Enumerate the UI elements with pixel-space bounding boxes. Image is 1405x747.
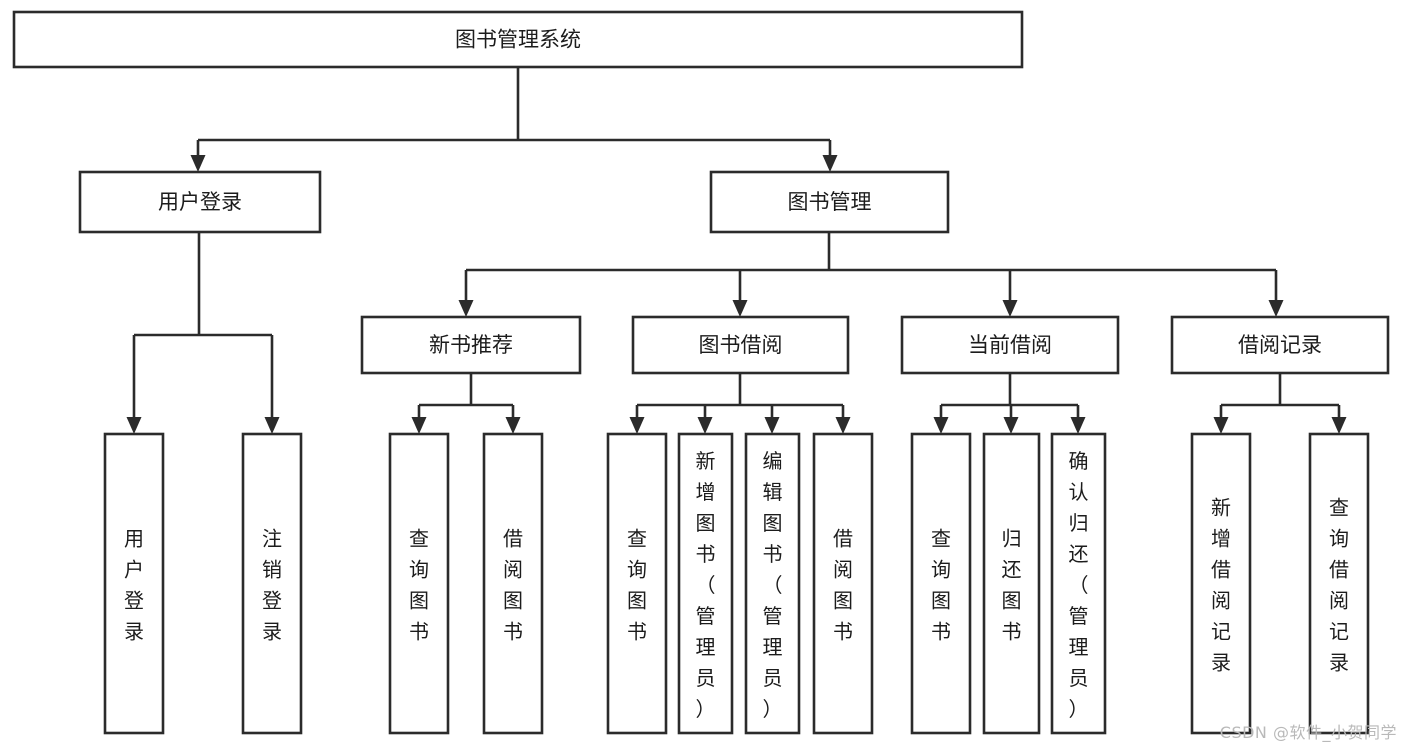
node-box-leaf-user-login[interactable]	[103, 432, 165, 735]
node-label-user-login: 用户登录	[158, 190, 242, 214]
group-3-arrow-icon-1	[1331, 417, 1347, 434]
node-leaf-edit-book-admin[interactable]: 编辑图书（管理员）	[744, 432, 801, 735]
node-box-leaf-borrow-book-recommend[interactable]	[482, 432, 544, 735]
node-leaf-add-book-admin[interactable]: 新增图书（管理员）	[677, 432, 734, 735]
book-mgmt-arrow-icon-3	[1268, 300, 1284, 317]
node-box-leaf-query-book-borrow[interactable]	[606, 432, 668, 735]
node-box-leaf-query-borrow-record[interactable]	[1308, 432, 1370, 735]
node-borrow-records[interactable]: 借阅记录	[1170, 315, 1390, 375]
node-box-leaf-confirm-return-admin[interactable]	[1050, 432, 1107, 735]
node-box-book-management[interactable]	[709, 170, 950, 234]
node-label-leaf-user-login: 用户登录	[124, 527, 144, 644]
node-box-book-borrow[interactable]	[631, 315, 850, 375]
group-0-arrow-icon-1	[505, 417, 521, 434]
node-book-management[interactable]: 图书管理	[709, 170, 950, 234]
group-1-arrow-icon-2	[764, 417, 780, 434]
node-box-leaf-edit-book-admin[interactable]	[744, 432, 801, 735]
node-label-leaf-borrow-book-recommend: 借阅图书	[503, 527, 523, 644]
group-0-arrow-icon-0	[411, 417, 427, 434]
group-2-arrow-icon-2	[1070, 417, 1086, 434]
node-label-borrow-records: 借阅记录	[1238, 333, 1322, 357]
group-1-arrow-icon-1	[697, 417, 713, 434]
node-label-leaf-add-borrow-record: 新增借阅记录	[1211, 496, 1231, 675]
node-label-leaf-edit-book-admin: 编辑图书（管理员）	[763, 449, 783, 721]
node-box-borrow-records[interactable]	[1170, 315, 1390, 375]
node-book-borrow[interactable]: 图书借阅	[631, 315, 850, 375]
node-box-leaf-add-book-admin[interactable]	[677, 432, 734, 735]
node-leaf-query-book-recommend[interactable]: 查询图书	[388, 432, 450, 735]
node-new-book-recommend[interactable]: 新书推荐	[360, 315, 582, 375]
node-leaf-borrow-book-recommend[interactable]: 借阅图书	[482, 432, 544, 735]
node-label-leaf-query-book-recommend: 查询图书	[409, 527, 429, 644]
node-box-leaf-logout-login[interactable]	[241, 432, 303, 735]
node-box-user-login[interactable]	[78, 170, 322, 234]
node-user-login[interactable]: 用户登录	[78, 170, 322, 234]
node-leaf-user-login[interactable]: 用户登录	[103, 432, 165, 735]
user-login-arrow-icon-1	[264, 417, 280, 434]
node-box-root[interactable]	[12, 10, 1024, 69]
node-root[interactable]: 图书管理系统	[12, 10, 1024, 69]
node-label-leaf-return-book: 归还图书	[1002, 527, 1022, 644]
node-leaf-logout-login[interactable]: 注销登录	[241, 432, 303, 735]
group-3-arrow-icon-0	[1213, 417, 1229, 434]
node-box-current-borrow[interactable]	[900, 315, 1120, 375]
node-label-leaf-query-book-borrow: 查询图书	[627, 527, 647, 644]
node-label-leaf-borrow-book: 借阅图书	[833, 527, 853, 644]
node-box-leaf-add-borrow-record[interactable]	[1190, 432, 1252, 735]
group-1-arrow-icon-3	[835, 417, 851, 434]
book-mgmt-arrow-icon-2	[1002, 300, 1018, 317]
node-label-current-borrow: 当前借阅	[968, 333, 1052, 357]
node-label-book-management: 图书管理	[788, 190, 872, 214]
node-layer: 图书管理系统用户登录图书管理新书推荐图书借阅当前借阅借阅记录用户登录注销登录查询…	[12, 10, 1390, 735]
root-arrow-icon-1	[822, 155, 838, 172]
node-leaf-confirm-return-admin[interactable]: 确认归还（管理员）	[1050, 432, 1107, 735]
node-leaf-query-book-current[interactable]: 查询图书	[910, 432, 972, 735]
group-2-arrow-icon-1	[1003, 417, 1019, 434]
node-label-leaf-query-borrow-record: 查询借阅记录	[1329, 496, 1349, 675]
node-current-borrow[interactable]: 当前借阅	[900, 315, 1120, 375]
connector-layer	[126, 67, 1347, 434]
node-box-new-book-recommend[interactable]	[360, 315, 582, 375]
node-label-leaf-query-book-current: 查询图书	[931, 527, 951, 644]
node-label-leaf-add-book-admin: 新增图书（管理员）	[696, 449, 716, 721]
node-box-leaf-query-book-current[interactable]	[910, 432, 972, 735]
watermark-text: CSDN @软件_小贺同学	[1219, 723, 1397, 742]
node-box-leaf-borrow-book[interactable]	[812, 432, 874, 735]
node-label-root: 图书管理系统	[455, 28, 581, 52]
node-box-leaf-query-book-recommend[interactable]	[388, 432, 450, 735]
node-box-leaf-return-book[interactable]	[982, 432, 1041, 735]
node-label-leaf-logout-login: 注销登录	[262, 527, 282, 644]
node-leaf-add-borrow-record[interactable]: 新增借阅记录	[1190, 432, 1252, 735]
node-leaf-borrow-book[interactable]: 借阅图书	[812, 432, 874, 735]
node-label-new-book-recommend: 新书推荐	[429, 333, 513, 357]
node-leaf-query-book-borrow[interactable]: 查询图书	[606, 432, 668, 735]
node-leaf-return-book[interactable]: 归还图书	[982, 432, 1041, 735]
user-login-arrow-icon-0	[126, 417, 142, 434]
node-label-book-borrow: 图书借阅	[699, 333, 783, 357]
group-1-arrow-icon-0	[629, 417, 645, 434]
root-arrow-icon-0	[190, 155, 206, 172]
book-mgmt-arrow-icon-0	[458, 300, 474, 317]
book-mgmt-arrow-icon-1	[732, 300, 748, 317]
node-label-leaf-confirm-return-admin: 确认归还（管理员）	[1069, 449, 1089, 721]
node-leaf-query-borrow-record[interactable]: 查询借阅记录	[1308, 432, 1370, 735]
group-2-arrow-icon-0	[933, 417, 949, 434]
